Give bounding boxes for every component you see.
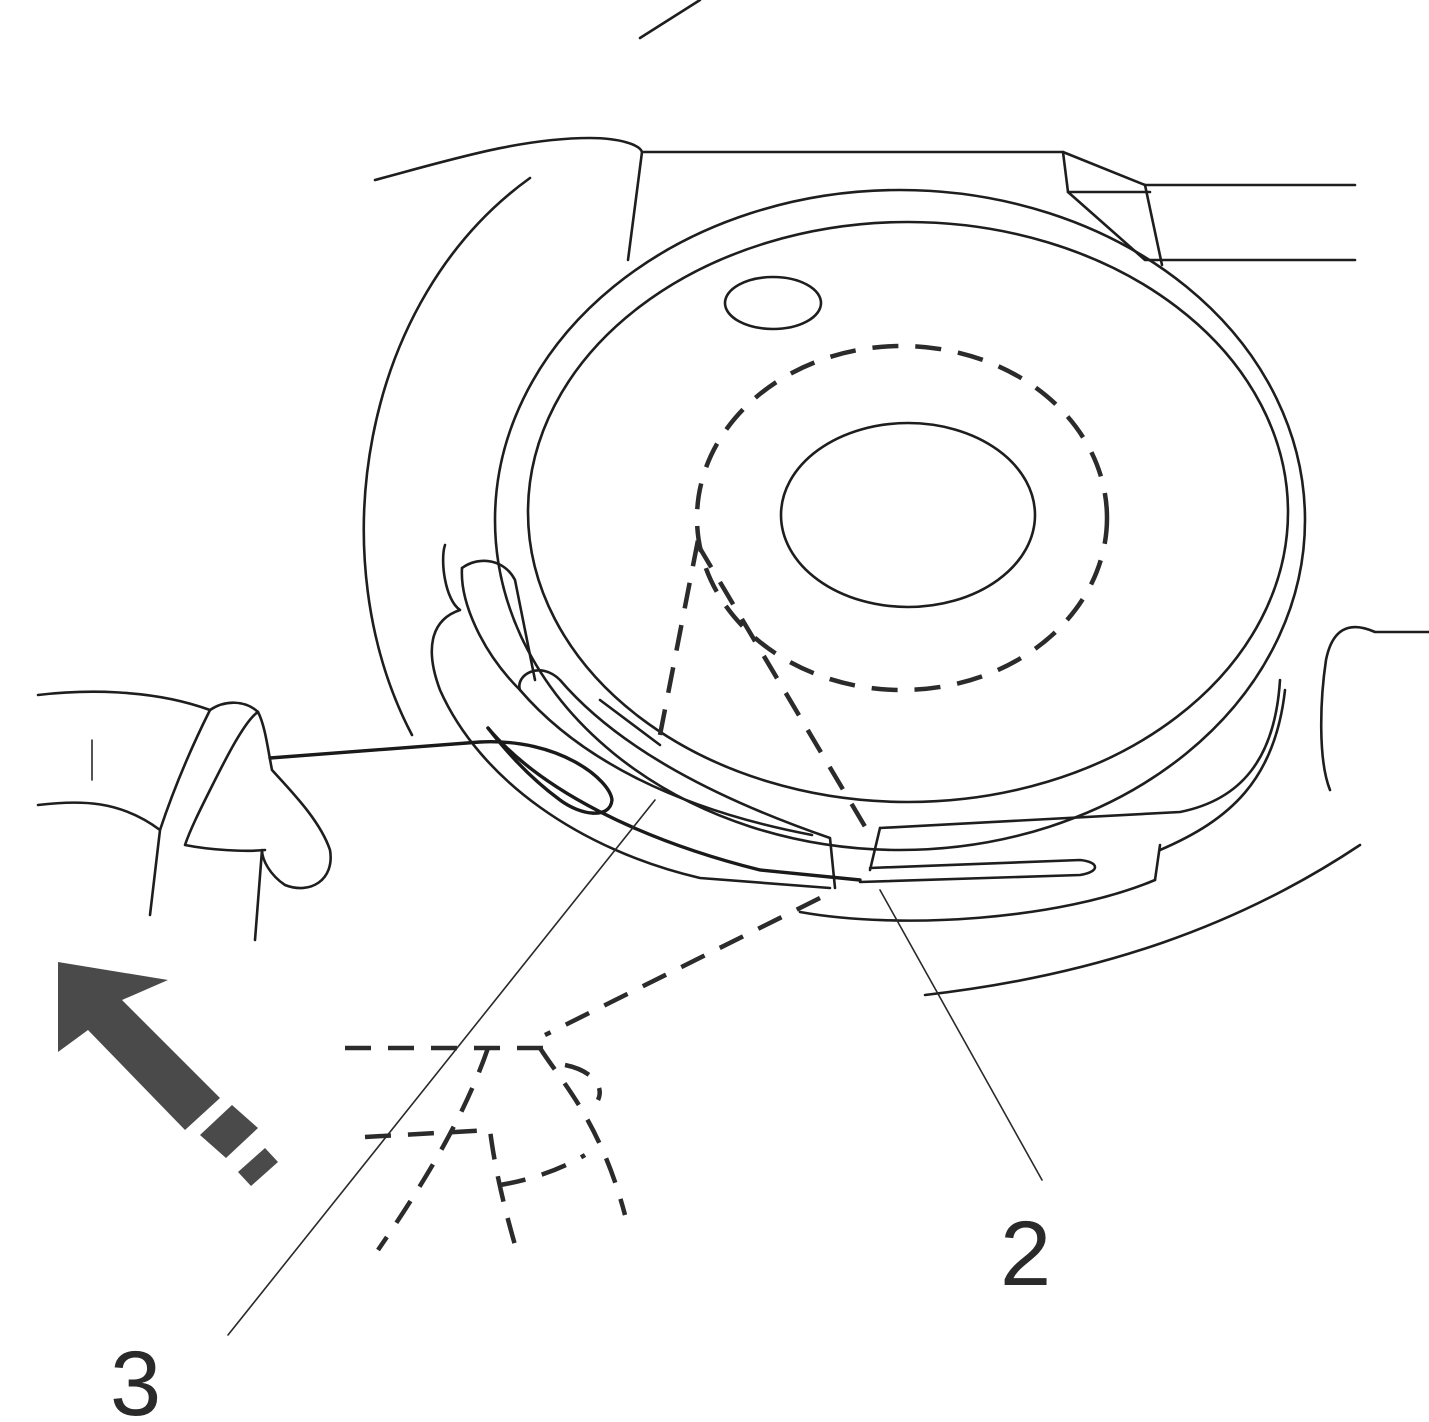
thread-visible xyxy=(268,726,862,882)
bobbin-center-hole xyxy=(779,421,1037,609)
bobbin-case-slot xyxy=(430,543,1282,922)
pull-thread-arrow-icon xyxy=(58,962,278,1186)
bobbin-hidden-outline xyxy=(694,343,1110,693)
callout-label-2: 2 xyxy=(1000,1203,1051,1305)
machine-bed xyxy=(362,136,1429,997)
bobbin-case xyxy=(493,188,1307,852)
bobbin-case-screw-hole xyxy=(723,275,823,331)
thread-path-dashed xyxy=(345,539,872,1252)
callout-leader-3 xyxy=(227,799,656,1336)
callout-leader-2 xyxy=(879,889,1043,1181)
top-edge-stroke xyxy=(638,0,702,40)
hand xyxy=(36,690,332,942)
callout-label-3: 3 xyxy=(110,1333,161,1422)
